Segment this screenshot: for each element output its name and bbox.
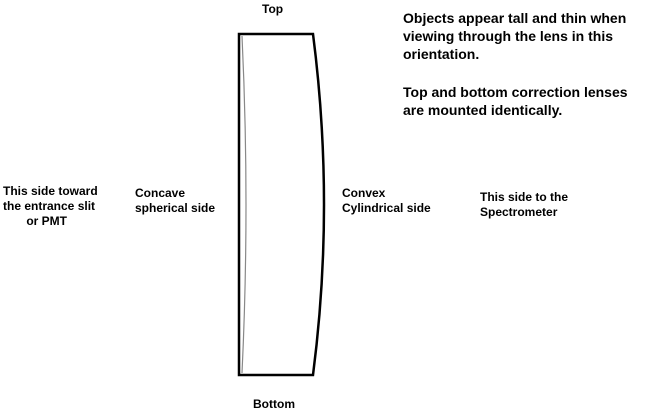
spectrometer-side-label: This side to the Spectrometer <box>480 190 569 219</box>
mounting-note: Top and bottom correction lenses are mou… <box>403 84 628 118</box>
convex-side-label: Convex Cylindrical side <box>342 186 431 215</box>
top-label: Top <box>262 2 284 16</box>
lens-outline <box>237 32 326 377</box>
entrance-side-label: This side toward the entrance slit or PM… <box>3 184 98 228</box>
concave-side-label: Concave spherical side <box>135 186 216 215</box>
bottom-label: Bottom <box>253 397 295 411</box>
concave-surface-line <box>241 35 247 374</box>
orientation-note: Objects appear tall and thin when viewin… <box>403 10 627 62</box>
